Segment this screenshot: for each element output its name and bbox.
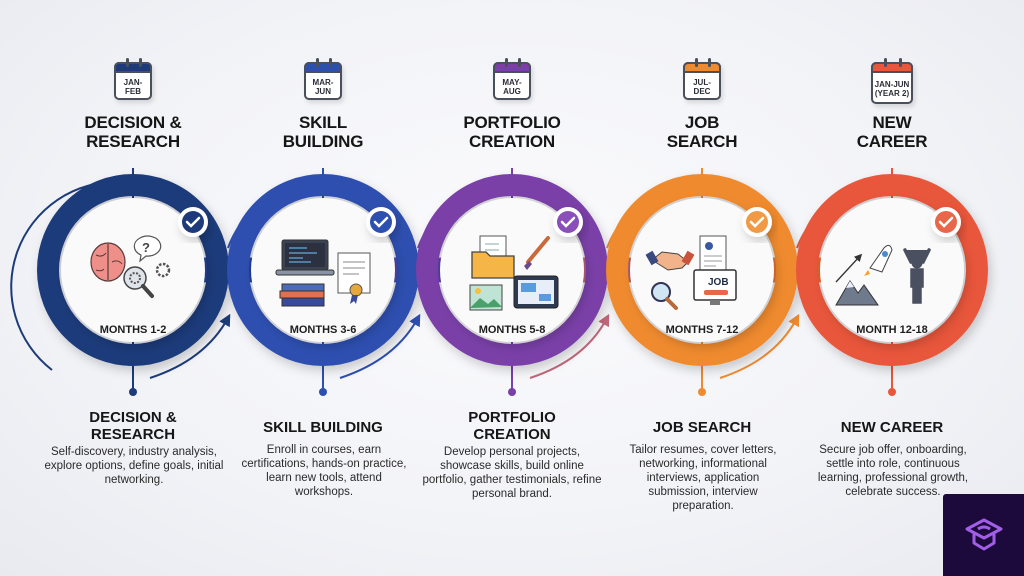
laptop-books-certificate-icon: MONTHS 3-6 xyxy=(275,239,371,336)
stage-description: Self-discovery, industry analysis, explo… xyxy=(44,446,224,486)
calendar-icon: JAN-JUN (YEAR 2) xyxy=(871,58,913,104)
stage-bottom-title: JOB SEARCH xyxy=(652,419,752,436)
check-badges xyxy=(178,207,961,237)
stage-title: NEW CAREER xyxy=(856,113,928,151)
stage-description: Secure job offer, onboarding, settle int… xyxy=(817,444,969,498)
checkmark-icon xyxy=(742,207,772,237)
calendar-icon: JUL-DEC xyxy=(683,58,721,100)
handshake-resume-job-monitor-icon: JOB MONTHS 7-12 xyxy=(645,235,739,336)
stage-bottom-title: PORTFOLIO CREATION xyxy=(468,409,556,443)
checkmark-icon xyxy=(178,207,208,237)
checkmark-icon xyxy=(366,207,396,237)
svg-text:?: ? xyxy=(142,240,150,255)
stage-bottom-title: SKILL BUILDING xyxy=(263,419,383,436)
months-label: MONTHS 3-6 xyxy=(290,324,357,336)
period-label: MAR-JUN xyxy=(312,77,334,96)
stage-description: Develop personal projects, showcase skil… xyxy=(422,446,602,500)
period-label: JUL-DEC xyxy=(693,77,711,96)
calendar-icon: MAY-AUG xyxy=(493,58,531,100)
stage-title: SKILL BUILDING xyxy=(282,113,364,151)
checkmark-icon xyxy=(553,207,583,237)
graduation-cap-icon xyxy=(965,518,1002,551)
months-label: MONTH 12-18 xyxy=(856,324,928,336)
brain-gear-magnifier-icon: ? MONTHS 1-2 xyxy=(90,235,171,336)
folder-brush-tablet-icon: MONTHS 5-8 xyxy=(469,235,559,336)
stage-description: Enroll in courses, earn certifications, … xyxy=(241,444,407,498)
rocket-mountain-celebrate-icon: MONTH 12-18 xyxy=(835,244,931,336)
period-label: JAN-FEB xyxy=(123,77,143,96)
stage-title: PORTFOLIO CREATION xyxy=(463,113,561,151)
calendar-icon: MAR-JUN xyxy=(304,58,342,100)
period-label: JAN-JUN (YEAR 2) xyxy=(874,79,910,98)
stage-bottom-title: NEW CAREER xyxy=(840,419,944,436)
months-label: MONTHS 1-2 xyxy=(100,324,167,336)
period-label: MAY-AUG xyxy=(502,77,522,96)
months-label: MONTHS 5-8 xyxy=(479,324,546,336)
stage-description: Tailor resumes, cover letters, networkin… xyxy=(629,444,777,512)
checkmark-icon xyxy=(931,207,961,237)
svg-text:JOB: JOB xyxy=(708,277,729,288)
stage-bottom-title: DECISION & RESEARCH xyxy=(89,409,177,443)
months-label: MONTHS 7-12 xyxy=(666,324,739,336)
brand-logo xyxy=(943,494,1024,576)
stage-title: JOB SEARCH xyxy=(666,113,738,151)
calendar-icon: JAN-FEB xyxy=(114,58,152,100)
stage-title: DECISION & RESEARCH xyxy=(84,113,182,151)
